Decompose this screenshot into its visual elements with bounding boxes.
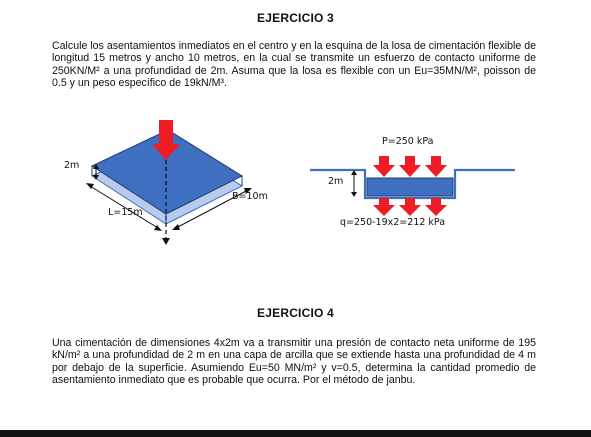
exercise4-title: EJERCICIO 4 bbox=[257, 306, 334, 320]
slab-isometric-figure: 2m B=10m L=15m bbox=[60, 120, 300, 250]
bottom-border bbox=[0, 430, 591, 437]
exercise3-title: EJERCICIO 3 bbox=[257, 11, 334, 25]
load-arrow-shaft bbox=[159, 120, 173, 146]
length-dimension-line bbox=[89, 185, 159, 229]
footing-section-drawing bbox=[310, 156, 515, 216]
top-load-arrows bbox=[373, 156, 447, 177]
depth-label: 2m bbox=[64, 160, 80, 171]
length-label: L=15m bbox=[108, 207, 143, 218]
net-pressure-label: q=250-19x2=212 kPa bbox=[340, 217, 446, 228]
exercise4-statement: Una cimentación de dimensiones 4x2m va a… bbox=[52, 337, 536, 387]
load-label: P=250 kPa bbox=[382, 136, 434, 147]
width-label: B=10m bbox=[232, 191, 268, 202]
depth-label-section: 2m bbox=[328, 176, 344, 187]
exercise3-statement: Calcule los asentamientos inmediatos en … bbox=[52, 40, 536, 90]
slab-isometric-drawing bbox=[86, 120, 252, 245]
footing-block bbox=[366, 177, 454, 197]
width-dimension-line bbox=[175, 189, 249, 229]
net-pressure-arrows bbox=[373, 198, 447, 216]
footing-section-figure: P=250 kPa 2m q=250-19x2=212 kPa bbox=[310, 130, 525, 235]
load-arrow-head bbox=[152, 144, 180, 160]
